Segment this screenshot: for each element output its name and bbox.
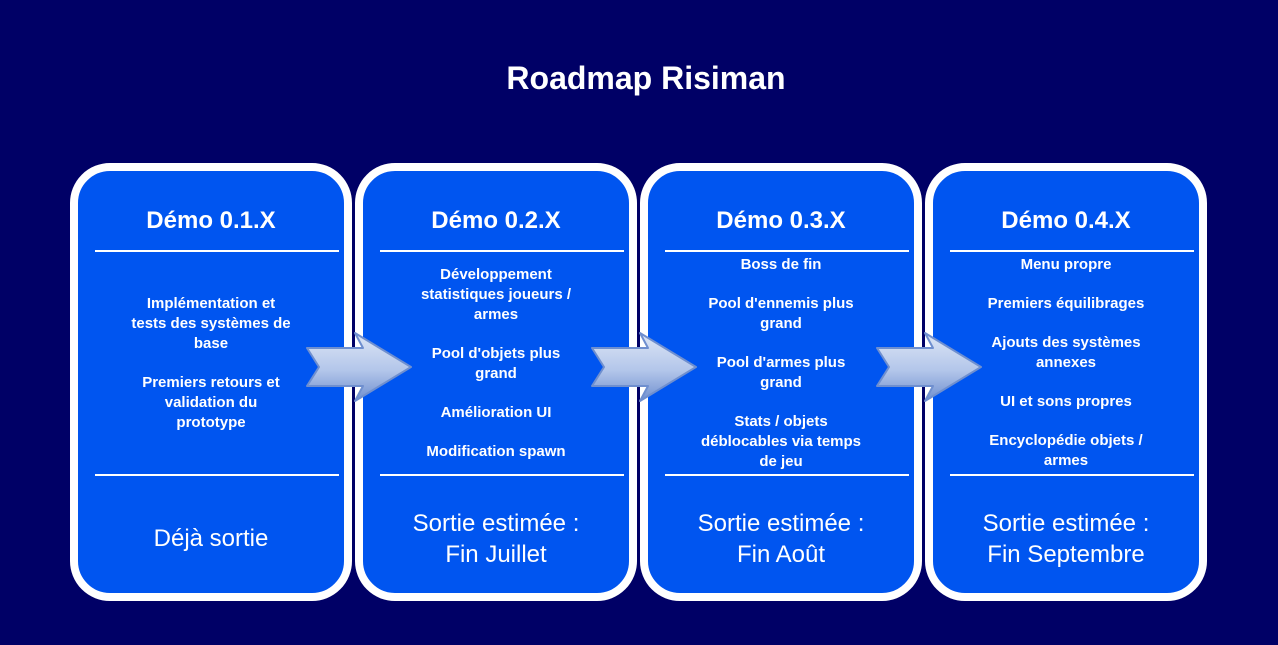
milestone-items: Boss de fin Pool d'ennemis plus grand Po… bbox=[648, 254, 914, 472]
milestone-card: Démo 0.3.X Boss de fin Pool d'ennemis pl… bbox=[640, 163, 922, 601]
milestone-item: Pool d'armes plus grand bbox=[716, 353, 846, 391]
release-line: Fin Septembre bbox=[987, 540, 1145, 568]
release-line: Sortie estimée : bbox=[412, 509, 580, 537]
milestone-item: Ajouts des systèmes annexes bbox=[991, 334, 1141, 371]
release-date: Déjà sortie bbox=[78, 476, 344, 601]
milestone-items: Implémentation et tests des systèmes de … bbox=[78, 254, 344, 472]
milestone-card: Démo 0.1.X Implémentation et tests des s… bbox=[70, 163, 352, 601]
release-line: Sortie estimée : bbox=[982, 509, 1150, 537]
milestone-title: Démo 0.1.X bbox=[146, 207, 276, 234]
divider bbox=[380, 250, 624, 252]
milestone-item: Encyclopédie objets / armes bbox=[989, 432, 1143, 469]
release-date: Sortie estimée : Fin Juillet bbox=[363, 476, 629, 601]
divider bbox=[665, 474, 909, 476]
milestone-item: Premiers retours et validation du protot… bbox=[142, 373, 280, 431]
page-title: Roadmap Risiman bbox=[506, 60, 786, 96]
divider bbox=[950, 250, 1194, 252]
milestone-item: Boss de fin bbox=[740, 255, 822, 273]
release-date: Sortie estimée : Fin Septembre bbox=[933, 476, 1199, 601]
divider bbox=[665, 250, 909, 252]
divider bbox=[950, 474, 1194, 476]
milestone-title: Démo 0.3.X bbox=[716, 207, 846, 234]
release-line: Sortie estimée : bbox=[697, 509, 865, 537]
milestone-item: Implémentation et tests des systèmes de … bbox=[131, 294, 291, 352]
milestone-item: Pool d'objets plus grand bbox=[431, 344, 561, 382]
milestone-item: UI et sons propres bbox=[1000, 393, 1132, 410]
divider bbox=[95, 250, 339, 252]
milestone-item: Pool d'ennemis plus grand bbox=[708, 294, 854, 332]
milestone-items: Développement statistiques joueurs / arm… bbox=[363, 254, 629, 472]
milestone-item: Modification spawn bbox=[426, 442, 566, 460]
release-date: Sortie estimée : Fin Août bbox=[648, 476, 914, 601]
arrow-right-icon bbox=[306, 332, 412, 402]
milestone-item: Développement statistiques joueurs / arm… bbox=[420, 265, 572, 323]
arrow-right-icon bbox=[591, 332, 697, 402]
release-line: Déjà sortie bbox=[153, 525, 269, 552]
release-line: Fin Juillet bbox=[445, 540, 547, 568]
release-line: Fin Août bbox=[736, 540, 826, 568]
milestone-item: Stats / objets déblocables via temps de … bbox=[700, 412, 862, 470]
milestone-item: Menu propre bbox=[1020, 256, 1112, 273]
milestone-card: Démo 0.4.X Menu propre Premiers équilibr… bbox=[925, 163, 1207, 601]
divider bbox=[95, 474, 339, 476]
divider bbox=[380, 474, 624, 476]
milestone-title: Démo 0.2.X bbox=[431, 207, 561, 234]
arrow-right-icon bbox=[876, 332, 982, 402]
milestone-title: Démo 0.4.X bbox=[1001, 207, 1131, 234]
milestone-item: Amélioration UI bbox=[440, 403, 552, 421]
milestone-item: Premiers équilibrages bbox=[987, 295, 1145, 312]
milestone-items: Menu propre Premiers équilibrages Ajouts… bbox=[933, 254, 1199, 472]
